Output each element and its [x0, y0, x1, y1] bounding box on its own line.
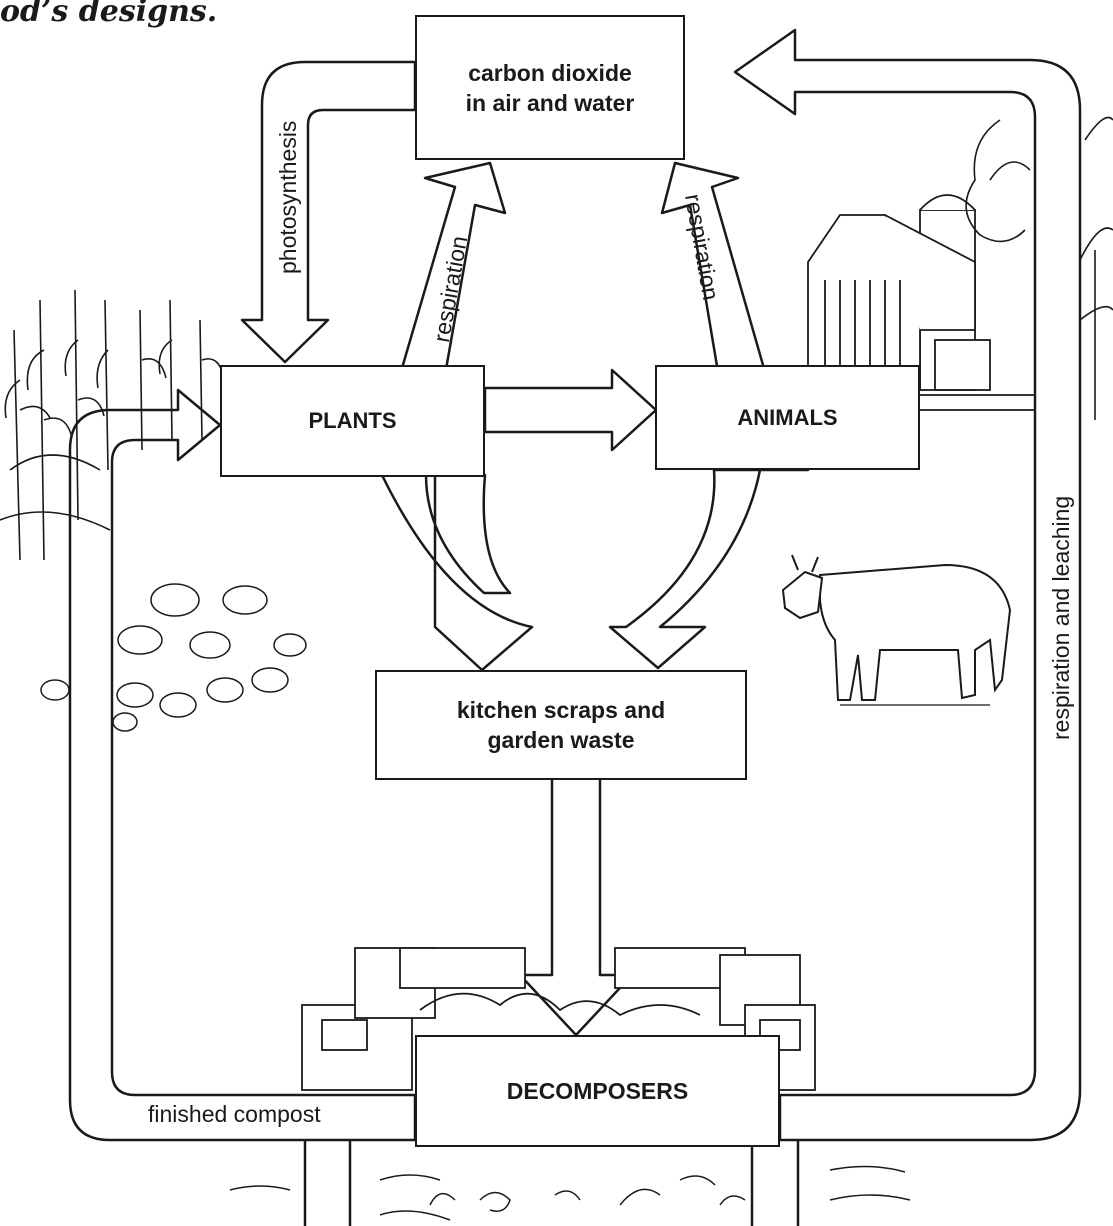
label-respiration-and-leaching: respiration and leaching: [1048, 495, 1074, 740]
node-carbon-dioxide-line1: carbon dioxide: [468, 59, 632, 86]
soil-pit-walls: [303, 1140, 800, 1226]
corn-plants-illustration: [0, 289, 225, 561]
node-decomposers-label: DECOMPOSERS: [506, 1078, 689, 1104]
arrow-scraps-to-decomposers: [518, 776, 634, 1037]
node-plants: PLANTS: [220, 365, 485, 477]
node-carbon-dioxide-line2: in air and water: [465, 89, 635, 116]
arrow-photosynthesis: [240, 60, 417, 364]
label-photosynthesis: photosynthesis: [275, 120, 301, 274]
arrow-respiration-leaching: [733, 28, 1082, 1142]
barn-illustration: [807, 194, 1035, 411]
soil-organisms-illustration: [229, 1165, 911, 1221]
node-decomposers: DECOMPOSERS: [415, 1035, 780, 1147]
label-finished-compost: finished compost: [148, 1101, 321, 1127]
arrow-animals-to-scraps: [608, 468, 810, 670]
node-plants-label: PLANTS: [308, 408, 397, 433]
arrow-plants-to-scraps: [380, 473, 534, 672]
node-animals-label: ANIMALS: [737, 404, 838, 430]
trees-illustration: [965, 116, 1113, 420]
header-text-fragment: od’s designs.: [0, 0, 218, 29]
arrow-animal-respiration: [660, 161, 767, 374]
node-animals: ANIMALS: [655, 365, 920, 470]
node-carbon-dioxide: carbon dioxide in air and water: [415, 15, 685, 160]
cabbage-garden-illustration: [40, 583, 307, 732]
arrow-plants-to-animals: [483, 368, 658, 452]
node-kitchen-scraps: kitchen scraps and garden waste: [375, 670, 747, 780]
arrow-finished-compost: [68, 388, 417, 1142]
cow-illustration: [781, 554, 1012, 706]
arrow-plant-respiration: [398, 161, 507, 377]
node-kitchen-scraps-line1: kitchen scraps and: [456, 697, 666, 723]
node-kitchen-scraps-line2: garden waste: [487, 727, 635, 753]
